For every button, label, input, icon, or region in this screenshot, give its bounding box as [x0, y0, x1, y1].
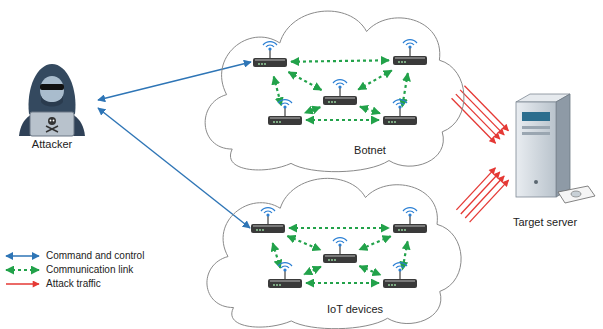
- connector-stroke: [464, 86, 508, 131]
- attack-traffic: [456, 168, 508, 222]
- connector-stroke: [456, 94, 500, 139]
- node-label: IoT devices: [327, 303, 383, 316]
- communication-link: [359, 266, 380, 275]
- communication-link: [358, 70, 392, 89]
- communication-link: [287, 236, 320, 250]
- attacker-node: Attacker: [8, 58, 98, 158]
- communication-link: [306, 282, 379, 284]
- communication-link: [289, 227, 389, 229]
- communication-link: [360, 107, 380, 114]
- legend-sample: [4, 251, 42, 261]
- server-icon: [516, 94, 595, 203]
- router-icons: [251, 40, 427, 288]
- cloud-outline: [193, 0, 473, 172]
- communication-link: [305, 107, 321, 113]
- node-label: Botnet: [354, 144, 386, 157]
- server-node: Target server: [498, 92, 598, 234]
- communication-link: [306, 119, 379, 121]
- command-control-link: [98, 62, 251, 100]
- node-label: Target server: [513, 216, 577, 229]
- connector-stroke: [98, 62, 251, 100]
- legend-label: Attack traffic: [46, 278, 101, 290]
- communication-link: [291, 60, 389, 61]
- botnet-cloud: Botnet: [193, 0, 473, 172]
- legend-sample: [4, 279, 42, 289]
- communication-link: [304, 267, 321, 275]
- legend-sample: [4, 265, 42, 275]
- connector-stroke: [461, 172, 500, 214]
- legend-label: Communication link: [46, 264, 133, 276]
- command-control-link: [98, 108, 250, 228]
- iot-cloud: IoT devices: [195, 168, 470, 329]
- communication-link: [359, 236, 390, 249]
- connector-stroke: [452, 98, 496, 143]
- communication-link: [288, 72, 321, 90]
- attacker-icon: [19, 64, 85, 136]
- connector-stroke: [456, 168, 495, 210]
- connector-stroke: [460, 90, 504, 135]
- node-label: Attacker: [32, 138, 72, 151]
- connector-stroke: [98, 108, 250, 228]
- connector-stroke: [470, 180, 509, 222]
- connector-stroke: [465, 176, 504, 218]
- legend-label: Command and control: [46, 250, 144, 262]
